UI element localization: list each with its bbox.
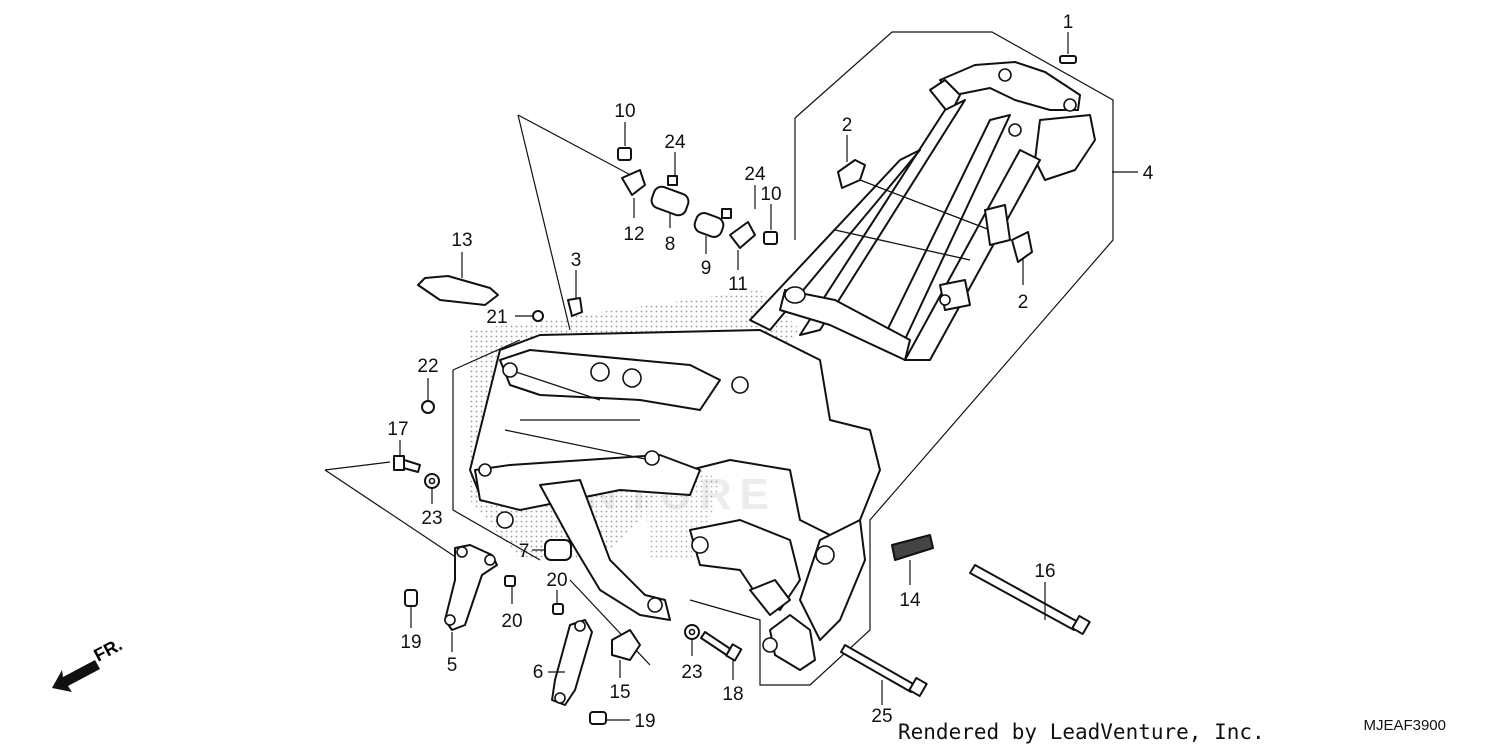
part-6-bracket [551, 619, 593, 706]
callout-21: 21 [486, 307, 507, 328]
callout-labels: 1 2 2 3 4 5 6 7 8 9 10 10 11 12 13 14 15… [387, 12, 1153, 732]
callout-11: 11 [728, 274, 748, 295]
callout-16: 16 [1034, 561, 1055, 582]
assembly-boundary-lines [324, 31, 1114, 686]
callout-14: 14 [899, 590, 921, 611]
callout-22: 22 [417, 356, 438, 377]
part-12-plate [621, 169, 646, 196]
front-marker-label: FR. [90, 634, 125, 665]
part-2-cover-upper [837, 159, 866, 189]
callout-25: 25 [871, 706, 892, 727]
part-20-screw-left [504, 575, 516, 587]
part-8-collar [650, 185, 690, 217]
part-10-nut-right [763, 231, 778, 245]
diagram-code: MJEAF3900 [1363, 717, 1446, 734]
part-14-cover [891, 534, 934, 561]
part-5-bracket [444, 544, 498, 631]
callout-23-right: 23 [681, 662, 702, 683]
part-19-bolt-lower [589, 711, 607, 725]
callout-10-left: 10 [614, 101, 635, 122]
part-2-cover-lower [1011, 231, 1033, 263]
part-20-screw-mid [552, 603, 564, 615]
callout-23-left: 23 [421, 508, 442, 529]
callout-18: 18 [722, 684, 743, 705]
part-24-screw-left [667, 175, 678, 186]
callout-19-upper: 19 [400, 632, 421, 653]
part-11-plate [729, 221, 756, 249]
callout-9: 9 [701, 258, 712, 279]
callout-24-left: 24 [664, 132, 686, 153]
part-10-nut-left [617, 147, 632, 161]
part-13-cover [417, 275, 499, 306]
part-25-bolt [840, 644, 916, 693]
callout-12: 12 [623, 224, 644, 245]
callout-3: 3 [571, 250, 582, 271]
callout-4: 4 [1143, 163, 1154, 184]
callout-1: 1 [1063, 12, 1074, 33]
part-21-nut [532, 310, 544, 322]
render-credit: Rendered by LeadVenture, Inc. [898, 720, 1265, 744]
parts-group [393, 55, 1091, 725]
callout-7: 7 [519, 541, 530, 562]
callout-8: 8 [665, 234, 676, 255]
callout-19-lower: 19 [634, 711, 655, 732]
callout-2-lower: 2 [1018, 292, 1029, 313]
callout-15: 15 [609, 682, 630, 703]
main-frame [469, 61, 1096, 671]
part-1-pin [1059, 55, 1077, 64]
callout-6: 6 [533, 662, 544, 683]
part-22-nut [421, 400, 435, 414]
callout-13: 13 [451, 230, 472, 251]
part-16-bolt [969, 564, 1079, 631]
callout-10-right: 10 [760, 184, 781, 205]
part-24-screw-right [721, 208, 732, 219]
callout-2-upper: 2 [842, 115, 853, 136]
callout-5: 5 [447, 655, 458, 676]
part-9-collar [693, 212, 725, 238]
front-direction-arrow: FR. [52, 634, 125, 692]
part-19-bolt-upper [404, 589, 418, 607]
callout-20-mid: 20 [546, 570, 567, 591]
callout-20-left: 20 [501, 611, 522, 632]
part-7-collar [544, 539, 572, 561]
part-3-clip [567, 297, 583, 317]
leader-lines [399, 32, 1138, 721]
part-15-plate [611, 629, 641, 661]
lower-bracket-arm [539, 479, 671, 621]
callout-17: 17 [387, 419, 408, 440]
callout-24-right: 24 [744, 164, 766, 185]
